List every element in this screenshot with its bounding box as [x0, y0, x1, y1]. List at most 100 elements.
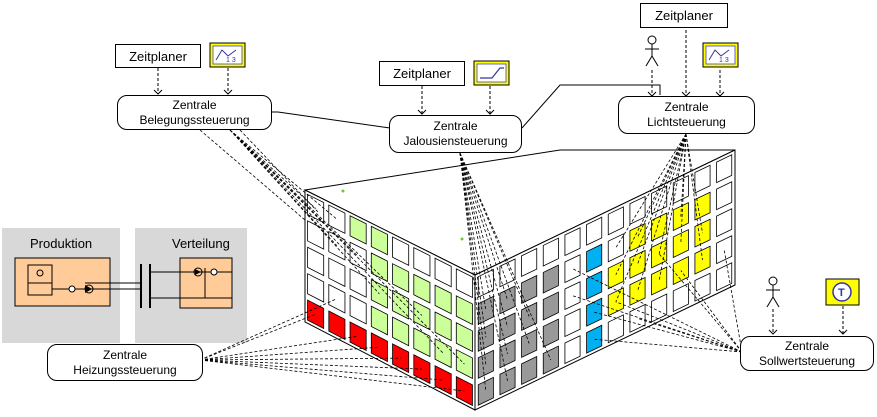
blinds-control-box[interactable]: Zentrale Jalousiensteuerung — [389, 115, 522, 153]
control-signal-line — [459, 152, 487, 365]
setpoint-title-1: Zentrale — [784, 338, 830, 353]
left-window — [328, 257, 346, 288]
setpoint-control-box[interactable]: Zentrale Sollwertsteuerung — [740, 336, 874, 371]
control-signal-line — [199, 359, 422, 370]
right-window — [694, 191, 711, 221]
control-signal-line — [199, 357, 401, 361]
control-signal-line — [637, 133, 687, 265]
control-signal-line — [459, 152, 530, 317]
control-signal-line — [685, 133, 703, 261]
left-window — [349, 268, 367, 298]
occupancy-title-1: Zentrale — [172, 97, 217, 112]
left-window — [455, 268, 473, 299]
control-signal-line — [199, 359, 465, 392]
occupancy-control-box[interactable]: Zentrale Belegungssteuerung — [117, 95, 272, 130]
right-window — [607, 260, 624, 290]
right-window — [477, 322, 494, 352]
right-window — [564, 227, 581, 257]
left-window — [349, 241, 367, 272]
building — [303, 149, 736, 411]
left-window — [434, 284, 452, 315]
right-window — [542, 237, 559, 267]
heating-title-1: Zentrale — [102, 347, 148, 362]
distribution-label: Verteilung — [172, 236, 230, 251]
left-window — [370, 332, 388, 363]
left-window — [434, 311, 452, 342]
right-window — [716, 181, 733, 211]
right-window — [716, 154, 733, 184]
control-signal-line — [199, 129, 306, 221]
svg-text:T: T — [838, 287, 845, 299]
left-window — [349, 294, 367, 325]
control-signal-line — [199, 359, 444, 381]
right-window — [521, 274, 538, 305]
clock-timer-icon-lighting: 1 3 — [702, 42, 739, 68]
control-signal-line — [229, 129, 316, 209]
scheduler-box-blinds[interactable]: Zeitplaner — [379, 61, 465, 86]
left-window — [307, 299, 325, 330]
left-window — [370, 225, 388, 256]
left-window — [434, 338, 452, 369]
heating-title-2: Heizungssteuerung — [73, 362, 177, 377]
control-signal-line — [459, 152, 508, 327]
control-signal-line — [572, 268, 743, 353]
right-window — [542, 264, 559, 294]
setpoint-title-2: Sollwertsteuerung — [758, 353, 856, 368]
right-window — [607, 206, 624, 236]
switch-curve-icon — [473, 60, 510, 86]
control-signal-line — [680, 270, 743, 353]
production-label: Produktion — [30, 236, 93, 251]
control-signal-line — [459, 152, 487, 311]
right-window — [564, 281, 581, 311]
lighting-control-box[interactable]: Zentrale Lichtsteuerung — [618, 96, 755, 134]
control-signal-line — [680, 133, 687, 217]
svg-text:1 3: 1 3 — [719, 57, 729, 64]
left-window — [455, 322, 473, 353]
left-window — [434, 257, 452, 288]
left-window — [328, 204, 346, 234]
right-window — [564, 308, 581, 338]
right-window — [672, 282, 689, 313]
left-window — [349, 215, 367, 245]
right-window — [521, 355, 538, 386]
occupancy-title-2: Belegungssteuerung — [139, 112, 250, 127]
control-signal-line — [615, 133, 687, 275]
scheduler-box-lighting[interactable]: Zeitplaner — [640, 3, 728, 28]
right-window — [672, 228, 689, 259]
lighting-title-2: Lichtsteuerung — [647, 115, 726, 129]
control-signal-line — [229, 129, 444, 354]
control-signal-line — [459, 152, 530, 344]
right-window — [586, 216, 603, 246]
control-signal-line — [229, 129, 380, 295]
scheduler-box-occupancy[interactable]: Zeitplaner — [115, 44, 201, 68]
control-signal-line — [229, 129, 423, 316]
right-window — [564, 254, 581, 284]
control-signal-line — [658, 133, 687, 255]
right-window — [564, 335, 581, 365]
control-signal-line — [199, 313, 316, 361]
control-signal-line — [615, 133, 687, 249]
right-window — [542, 345, 559, 375]
blinds-title-1: Zentrale — [433, 119, 478, 133]
control-signal-line — [229, 129, 338, 220]
right-window — [651, 212, 668, 242]
left-window — [455, 295, 473, 326]
person-icon-setpoint — [766, 276, 780, 308]
left-window — [328, 310, 346, 341]
control-signal-line — [685, 133, 703, 234]
control-signal-lines — [199, 129, 743, 392]
left-window — [349, 321, 367, 352]
right-window — [651, 266, 668, 296]
left-window — [413, 273, 431, 304]
control-signal-line — [459, 152, 508, 300]
heating-control-box[interactable]: Zentrale Heizungssteuerung — [47, 344, 203, 381]
control-signal-line — [199, 346, 380, 361]
control-signal-line — [459, 152, 508, 354]
right-window — [586, 243, 603, 273]
svg-text:1 3: 1 3 — [226, 57, 236, 64]
blinds-title-2: Jalousiensteuerung — [403, 134, 508, 148]
heat-exchanger — [118, 264, 180, 308]
control-signal-line — [199, 335, 359, 361]
left-window — [413, 354, 431, 385]
